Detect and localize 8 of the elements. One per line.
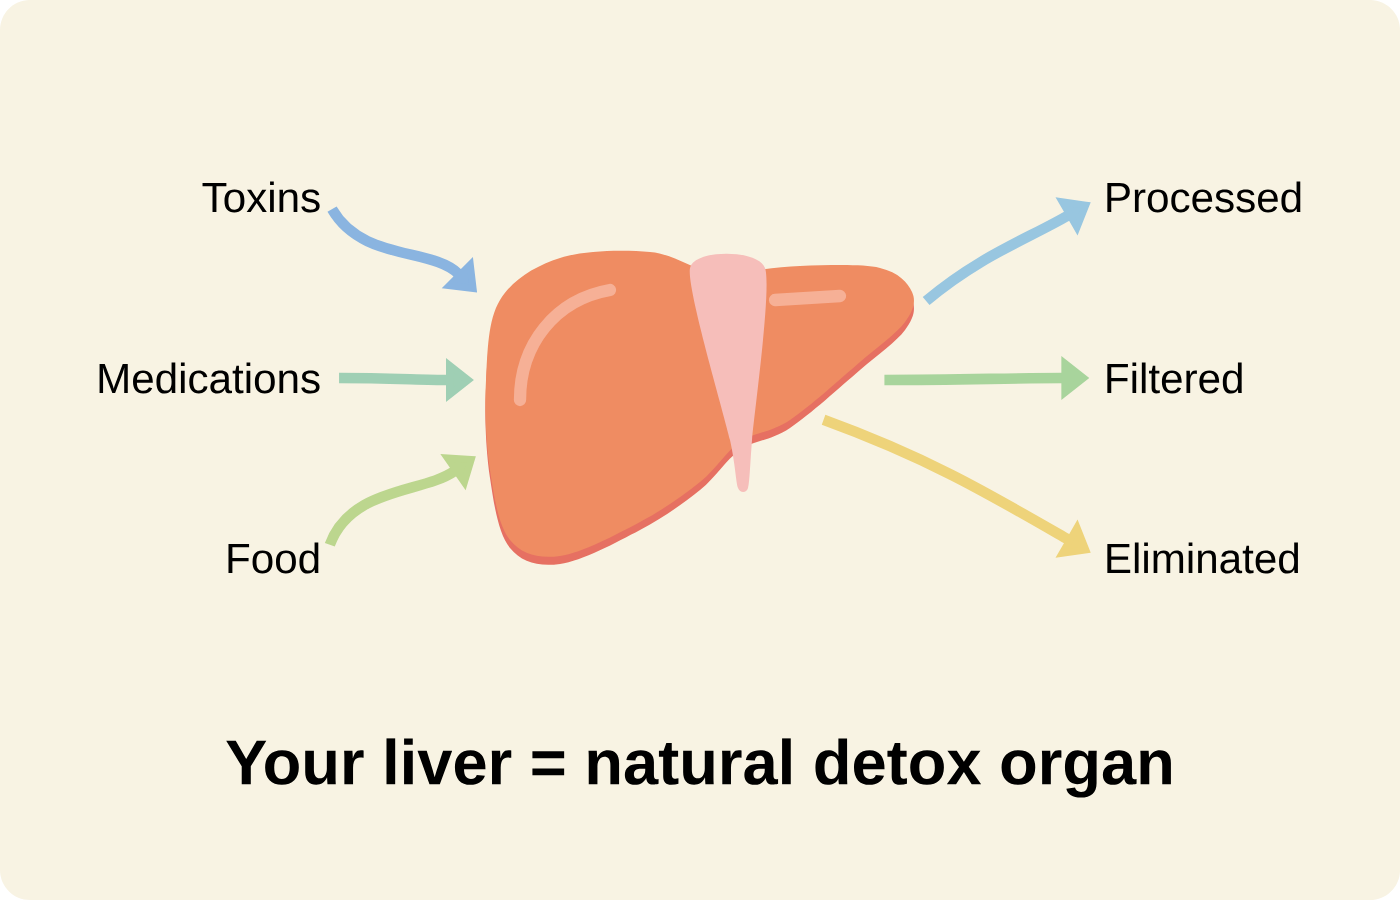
title: Your liver = natural detox organ <box>226 738 1171 798</box>
input-label: Toxins <box>202 181 320 213</box>
liver-drawing <box>485 250 914 565</box>
output-label: Filtered <box>1107 362 1242 394</box>
output-label: Eliminated <box>1107 542 1299 574</box>
output-label: Processed <box>1107 181 1301 213</box>
input-label: Medications <box>99 362 320 394</box>
input-label: Food <box>228 542 319 574</box>
